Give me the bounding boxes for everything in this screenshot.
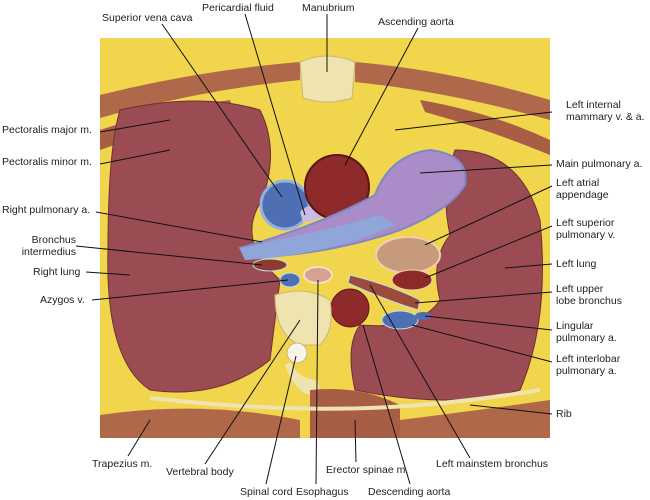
label-spinal-cord: Spinal cord bbox=[240, 486, 293, 498]
label-left-lung: Left lung bbox=[556, 258, 597, 270]
label-erector-spinae: Erector spinae m. bbox=[326, 464, 409, 476]
label-line: Bronchus bbox=[31, 234, 76, 246]
label-superior-vena-cava: Superior vena cava bbox=[102, 12, 193, 24]
label-line: Left internal bbox=[566, 99, 621, 111]
label-pectoralis-minor: Pectoralis minor m. bbox=[2, 156, 92, 168]
label-esophagus: Esophagus bbox=[296, 486, 349, 498]
left-pectoralis-major bbox=[355, 62, 550, 120]
lingular-pulmonary-artery-shape bbox=[381, 310, 419, 330]
label-right-pulmonary-artery: Right pulmonary a. bbox=[2, 204, 91, 216]
label-left-mainstem-bronchus: Left mainstem bronchus bbox=[436, 458, 549, 470]
bronchus-intermedius-shape bbox=[252, 258, 288, 272]
label-pericardial-fluid: Pericardial fluid bbox=[202, 2, 274, 14]
spinal-cord-shape bbox=[286, 342, 308, 364]
label-line: Left interlobar bbox=[556, 353, 621, 365]
rib-shape bbox=[149, 388, 541, 411]
leader-lines bbox=[75, 13, 553, 485]
label-line: intermedius bbox=[21, 246, 76, 258]
manubrium-bone bbox=[299, 55, 356, 103]
label-manubrium: Manubrium bbox=[302, 2, 355, 14]
label-pectoralis-major: Pectoralis major m. bbox=[2, 124, 92, 136]
azygos-vein-shape bbox=[279, 272, 301, 288]
label-descending-aorta: Descending aorta bbox=[368, 486, 451, 498]
left-superior-pulmonary-vein-shape bbox=[391, 269, 433, 291]
label-line: Left atrial bbox=[556, 177, 600, 189]
label-vertebral-body: Vertebral body bbox=[166, 466, 234, 478]
spinous-process-shape bbox=[285, 362, 320, 396]
trapezius-shape bbox=[100, 408, 300, 438]
pulmonary-trunk-shape bbox=[238, 148, 467, 260]
label-azygos-vein: Azygos v. bbox=[40, 294, 85, 306]
label-line: lobe bronchus bbox=[556, 295, 622, 307]
left-pectoralis-minor bbox=[420, 100, 550, 155]
label-ascending-aorta: Ascending aorta bbox=[378, 16, 454, 28]
superior-vena-cava-shape bbox=[259, 179, 311, 231]
label-line: Left superior bbox=[556, 217, 615, 229]
erector-spinae-shape bbox=[310, 389, 400, 438]
label-line: appendage bbox=[556, 189, 609, 201]
label-line: mammary v. & a. bbox=[566, 111, 645, 123]
label-trapezius: Trapezius m. bbox=[92, 458, 153, 470]
left-interlobar-artery-shape bbox=[415, 312, 431, 320]
left-mainstem-bronchus-shape bbox=[347, 274, 421, 311]
label-right-lung: Right lung bbox=[33, 266, 81, 278]
label-line: pulmonary a. bbox=[556, 332, 617, 344]
label-line: pulmonary a. bbox=[556, 365, 617, 377]
label-rib: Rib bbox=[556, 408, 572, 420]
label-line: Left upper bbox=[556, 283, 604, 295]
label-main-pulmonary-artery: Main pulmonary a. bbox=[556, 158, 643, 170]
descending-aorta-shape bbox=[330, 288, 370, 328]
label-line: Lingular bbox=[556, 320, 594, 332]
right-pulmonary-artery-shape bbox=[240, 215, 395, 260]
label-line: pulmonary v. bbox=[556, 229, 616, 241]
right-lung-shape bbox=[107, 100, 281, 393]
